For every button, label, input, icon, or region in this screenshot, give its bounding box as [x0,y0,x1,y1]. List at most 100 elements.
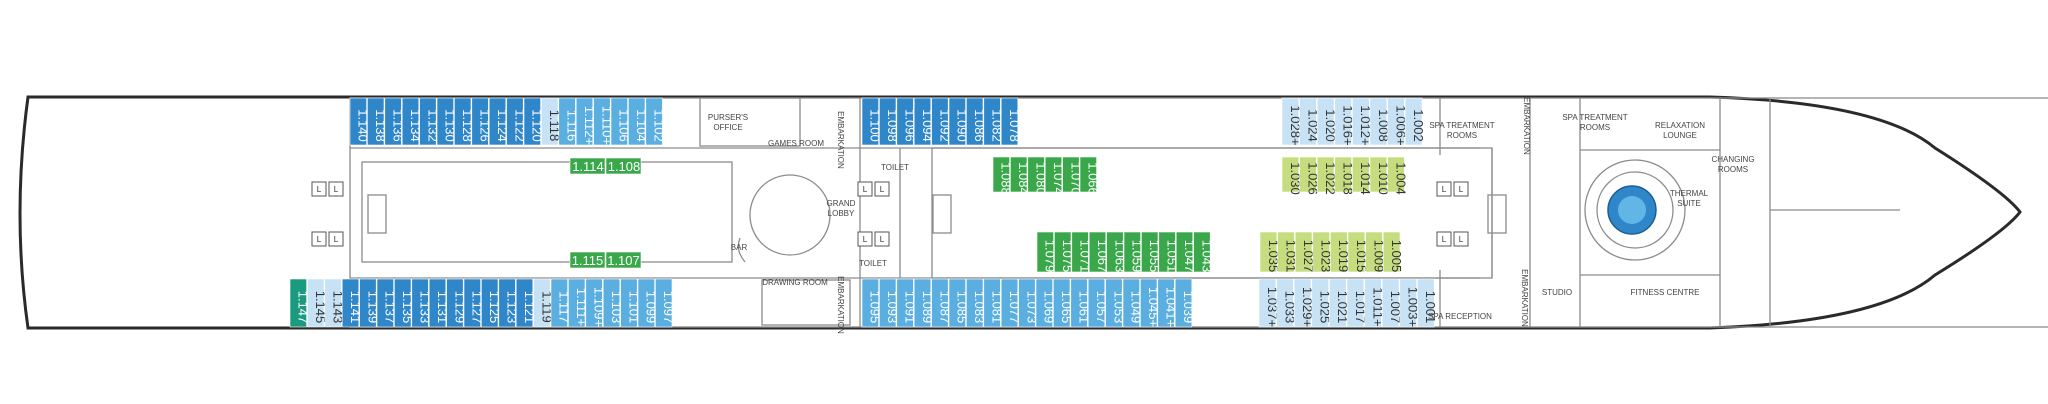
cabin-1118[interactable]: 1.118 [541,97,562,146]
cabin-1083[interactable]: 1.083 [966,278,987,328]
cabin-1129[interactable]: 1.129 [446,278,468,328]
cabin-1141[interactable]: 1.141 [341,278,363,328]
cabin-1132[interactable]: 1.132 [419,97,441,146]
cabin-1097[interactable]: 1.097 [655,278,676,328]
cabin-1122[interactable]: 1.122 [506,97,528,146]
cabin-1018[interactable]: 1.018 [1334,156,1356,195]
cabin-1057[interactable]: 1.057 [1087,278,1109,328]
cabin-1020[interactable]: 1.020 [1316,97,1338,146]
cabin-1135[interactable]: 1.135 [394,278,415,328]
cabin-1145[interactable]: 1.145 [307,278,328,328]
cabin-1084[interactable]: 1.084 [1010,156,1031,195]
cabin-1081[interactable]: 1.081 [983,278,1005,328]
cabin-1028[interactable]: 1.028+ [1281,97,1303,146]
cabin-1143[interactable]: 1.143 [324,278,346,328]
cabin-1138[interactable]: 1.138 [367,97,388,146]
cabin-1059[interactable]: 1.059 [1123,231,1145,273]
cabin-1021[interactable]: 1.021 [1329,278,1350,328]
cabin-1134[interactable]: 1.134 [401,97,423,146]
cabin-1045[interactable]: 1.045+ [1140,278,1161,328]
cabin-1133[interactable]: 1.133 [411,278,433,328]
cabin-1074[interactable]: 1.074 [1044,156,1066,195]
cabin-1010[interactable]: 1.010 [1369,156,1391,195]
cabin-1114[interactable]: 1.114 [569,157,606,175]
cabin-1007[interactable]: 1.007 [1381,278,1403,328]
cabin-1065[interactable]: 1.065 [1053,278,1074,328]
cabin-1070[interactable]: 1.070 [1062,156,1084,195]
cabin-1127[interactable]: 1.127 [463,278,485,328]
cabin-1115[interactable]: 1.115 [569,251,606,269]
cabin-1069[interactable]: 1.069 [1035,278,1057,328]
cabin-1053[interactable]: 1.053 [1105,278,1127,328]
cabin-1002[interactable]: 1.002 [1404,97,1426,146]
cabin-1031[interactable]: 1.031 [1277,231,1299,273]
cabin-1110[interactable]: 1.110+ [593,97,615,146]
cabin-1089[interactable]: 1.089 [913,278,935,328]
cabin-1107[interactable]: 1.107 [605,251,642,269]
cabin-1033[interactable]: 1.033 [1276,278,1298,328]
cabin-1073[interactable]: 1.073 [1018,278,1040,328]
cabin-1041[interactable]: 1.041+ [1157,278,1179,328]
cabin-1011[interactable]: 1.011+ [1364,278,1386,328]
cabin-1093[interactable]: 1.093 [879,278,900,328]
cabin-1077[interactable]: 1.077 [1000,278,1022,328]
cabin-1015[interactable]: 1.015 [1347,231,1369,273]
cabin-1004[interactable]: 1.004 [1387,156,1409,195]
cabin-1100[interactable]: 1.100 [861,97,883,146]
cabin-1066[interactable]: 1.066 [1079,156,1101,195]
cabin-1037[interactable]: 1.037+ [1258,278,1280,328]
cabin-1047[interactable]: 1.047 [1175,231,1197,273]
cabin-1022[interactable]: 1.022 [1316,156,1338,195]
cabin-1035[interactable]: 1.035 [1259,231,1281,273]
cabin-1078[interactable]: 1.078 [1000,97,1022,146]
cabin-1117[interactable]: 1.117 [550,278,572,328]
cabin-1106[interactable]: 1.106 [610,97,632,146]
cabin-1124[interactable]: 1.124 [488,97,510,146]
cabin-1082[interactable]: 1.082 [983,97,1005,146]
cabin-1049[interactable]: 1.049 [1122,278,1144,328]
cabin-1014[interactable]: 1.014 [1352,156,1373,195]
cabin-1001[interactable]: 1.001 [1417,278,1438,328]
cabin-1043[interactable]: 1.043 [1193,231,1215,273]
cabin-1023[interactable]: 1.023 [1312,231,1334,273]
cabin-1112[interactable]: 1.112+ [575,97,597,146]
cabin-1027[interactable]: 1.027 [1294,231,1316,273]
cabin-1103[interactable]: 1.103 [602,278,624,328]
cabin-1092[interactable]: 1.092 [931,97,953,146]
cabin-1063[interactable]: 1.063 [1106,231,1128,273]
cabin-1126[interactable]: 1.126 [471,97,493,146]
cabin-1123[interactable]: 1.123 [498,278,520,328]
cabin-1101[interactable]: 1.101 [620,278,642,328]
cabin-1067[interactable]: 1.067 [1088,231,1110,273]
cabin-1019[interactable]: 1.019 [1330,231,1351,273]
cabin-1026[interactable]: 1.026 [1299,156,1321,195]
cabin-1116[interactable]: 1.116 [558,97,580,146]
cabin-1008[interactable]: 1.008 [1369,97,1391,146]
cabin-1136[interactable]: 1.136 [384,97,406,146]
cabin-1039[interactable]: 1.039 [1174,278,1196,328]
cabin-1130[interactable]: 1.130 [436,97,458,146]
cabin-1030[interactable]: 1.030 [1281,156,1303,195]
cabin-1088[interactable]: 1.088 [992,156,1014,195]
cabin-1095[interactable]: 1.095 [861,278,883,328]
cabin-1111[interactable]: 1.111+ [568,278,589,328]
cabin-1109[interactable]: 1.109+ [585,278,607,328]
cabin-1102[interactable]: 1.102 [645,97,667,146]
cabin-1147[interactable]: 1.147 [289,278,311,328]
cabin-1075[interactable]: 1.075 [1054,231,1075,273]
cabin-1139[interactable]: 1.139 [359,278,381,328]
cabin-1131[interactable]: 1.131 [428,278,450,328]
cabin-1090[interactable]: 1.090 [948,97,970,146]
cabin-1080[interactable]: 1.080 [1027,156,1049,195]
cabin-1071[interactable]: 1.071 [1071,231,1093,273]
cabin-1061[interactable]: 1.061 [1070,278,1092,328]
cabin-1024[interactable]: 1.024 [1299,97,1321,146]
cabin-1003[interactable]: 1.003+ [1399,278,1421,328]
cabin-1086[interactable]: 1.086 [966,97,987,146]
cabin-1029[interactable]: 1.029+ [1293,278,1315,328]
cabin-1055[interactable]: 1.055 [1141,231,1162,273]
cabin-1120[interactable]: 1.120 [523,97,545,146]
cabin-1085[interactable]: 1.085 [948,278,970,328]
cabin-1140[interactable]: 1.140 [349,97,371,146]
cabin-1087[interactable]: 1.087 [931,278,953,328]
